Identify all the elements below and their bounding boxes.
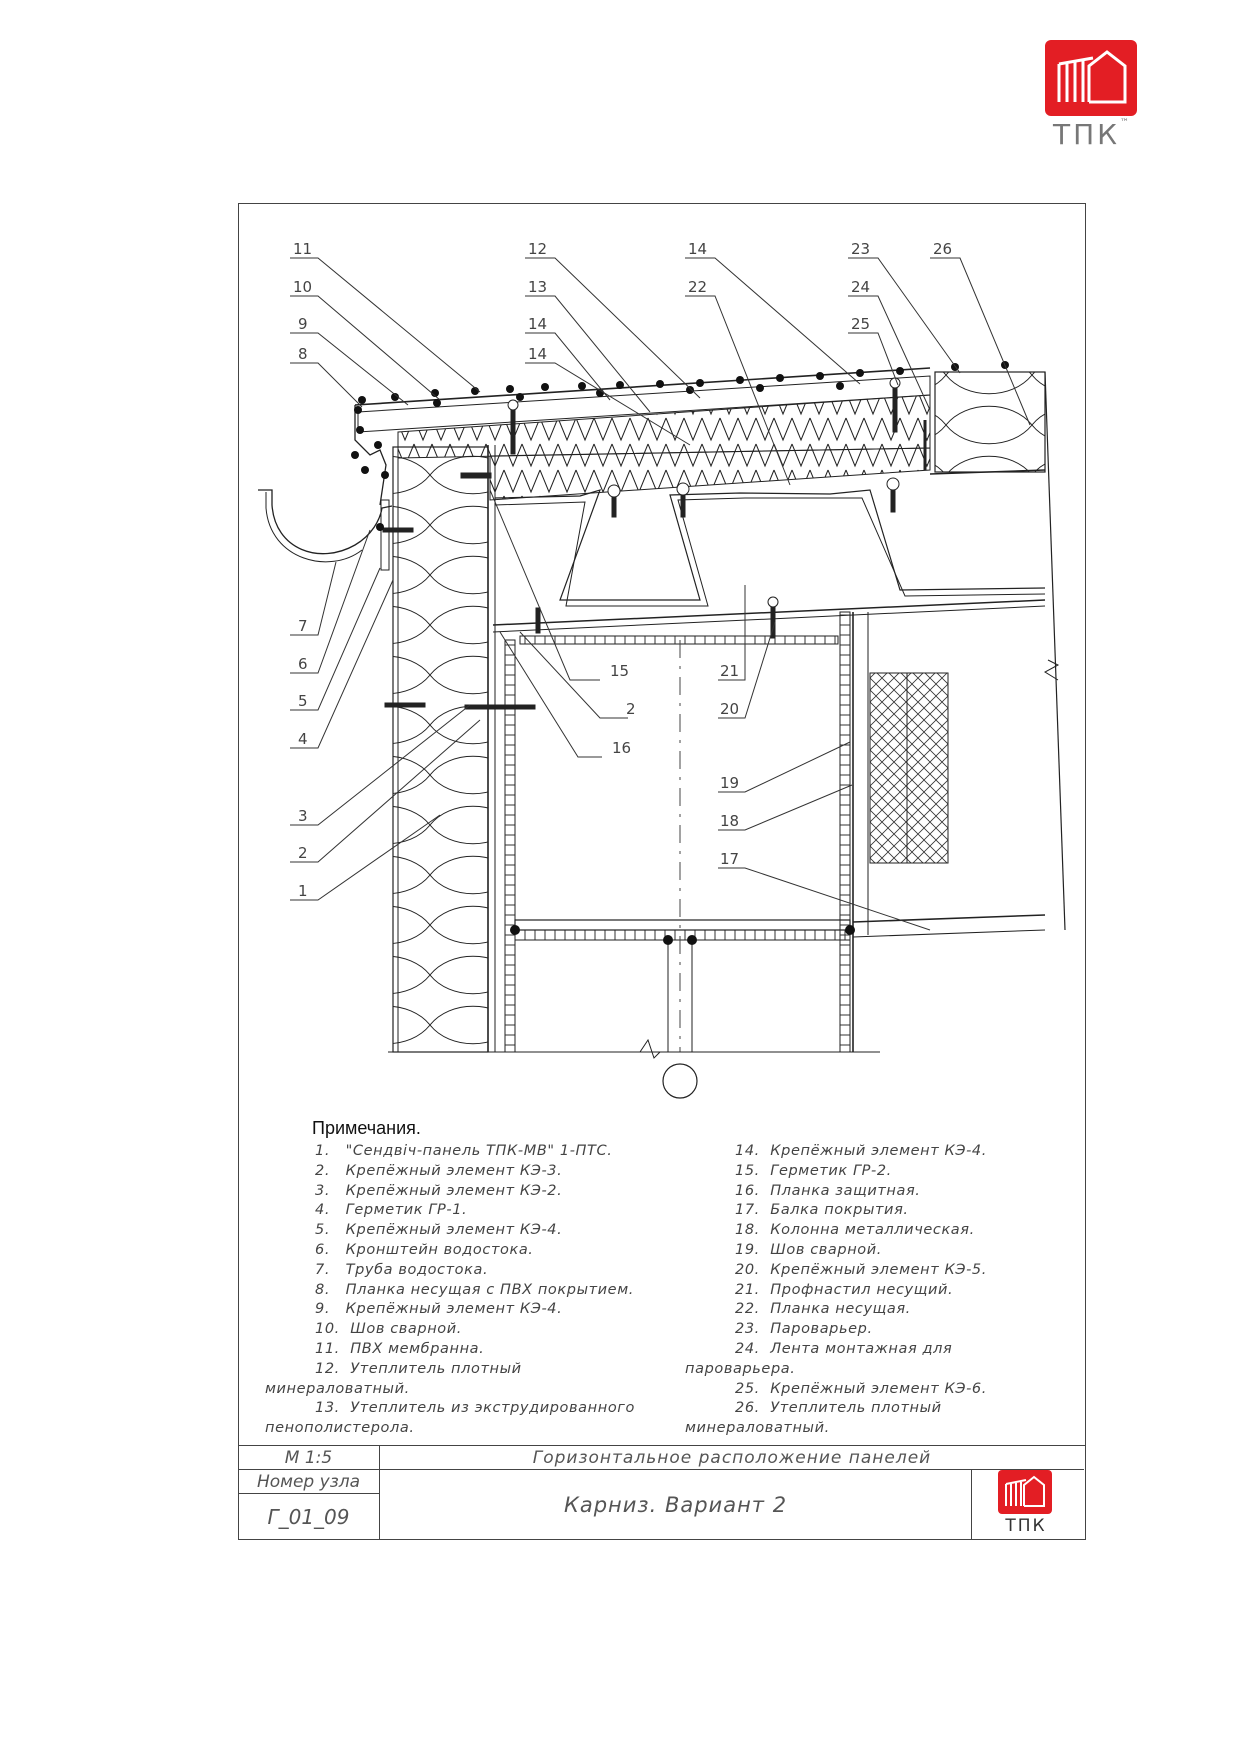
svg-text:10: 10 (293, 278, 312, 296)
node-label-cell: Номер узла (238, 1470, 380, 1494)
svg-text:25: 25 (851, 315, 870, 333)
leader-lines (290, 257, 1031, 931)
note-item: 2. Крепёжный элемент КЭ-3. (315, 1162, 563, 1179)
note-item: 3. Крепёжный элемент КЭ-2. (315, 1182, 563, 1199)
notes-right-column: 14. Крепёжный элемент КЭ-4. 15. Герметик… (685, 1142, 987, 1439)
note-item: 23. Пароварьер. (735, 1321, 873, 1338)
logo-text: ТПК™ (1052, 118, 1133, 151)
note-item-continuation: минераловатный. (685, 1420, 830, 1437)
note-item: 13. Утеплитель из экструдированного (315, 1400, 635, 1417)
note-item: 16. Планка защитная. (735, 1182, 921, 1199)
stamp-logo: ТПК (998, 1470, 1054, 1536)
note-item: 7. Труба водостока. (315, 1261, 489, 1278)
note-item: 21. Профнастил несущий. (735, 1281, 954, 1298)
logo-house-icon (1045, 40, 1137, 116)
svg-text:26: 26 (933, 240, 952, 258)
drawing-title-cell: Карниз. Вариант 2 (380, 1470, 972, 1540)
callout-labels: 11 10 9 8 7 6 5 4 3 2 1 12 13 14 14 14 2… (293, 240, 952, 900)
note-item: 9. Крепёжный элемент КЭ-4. (315, 1301, 563, 1318)
svg-text:9: 9 (298, 315, 308, 333)
note-item: 25. Крепёжный элемент КЭ-6. (735, 1380, 987, 1397)
note-item-continuation: минераловатный. (265, 1380, 410, 1397)
svg-text:1: 1 (298, 882, 308, 900)
notes-left-column: 1. "Сендвіч-панель ТПК-МВ" 1-ПТС. 2. Кре… (265, 1142, 635, 1439)
note-item: 12. Утеплитель плотный (315, 1360, 522, 1377)
drawing-frame (238, 203, 1086, 1540)
stamp-house-icon (998, 1470, 1052, 1514)
svg-text:24: 24 (851, 278, 870, 296)
note-item: 1. "Сендвіч-панель ТПК-МВ" 1-ПТС. (315, 1143, 613, 1159)
title-block: М 1:5 Номер узла Г_01_09 Горизонтальное … (238, 1445, 1086, 1540)
svg-text:2: 2 (298, 844, 308, 862)
svg-text:8: 8 (298, 345, 308, 363)
node-number-cell: Г_01_09 (238, 1494, 380, 1540)
svg-text:17: 17 (720, 850, 739, 868)
note-item: 8. Планка несущая с ПВХ покрытием. (315, 1281, 634, 1298)
svg-text:14: 14 (528, 345, 547, 363)
note-item: 14. Крепёжный элемент КЭ-4. (735, 1143, 987, 1159)
svg-text:14: 14 (688, 240, 707, 258)
note-item-continuation: пароварьера. (685, 1360, 796, 1377)
profiled-deck (494, 489, 1046, 607)
note-item: 20. Крепёжный элемент КЭ-5. (735, 1261, 987, 1278)
svg-text:14: 14 (528, 315, 547, 333)
note-item: 5. Крепёжный элемент КЭ-4. (315, 1222, 563, 1239)
note-item: 15. Герметик ГР-2. (735, 1162, 892, 1179)
svg-text:5: 5 (298, 692, 308, 710)
notes-title: Примечания. (312, 1118, 421, 1138)
note-item: 24. Лента монтажная для (735, 1340, 953, 1357)
note-item: 17. Балка покрытия. (735, 1202, 909, 1219)
svg-text:21: 21 (720, 662, 739, 680)
note-item-continuation: пенополистерола. (265, 1420, 415, 1437)
svg-text:6: 6 (298, 655, 308, 673)
svg-text:18: 18 (720, 812, 739, 830)
note-item: 11. ПВХ мембранна. (315, 1340, 485, 1357)
scale-cell: М 1:5 (238, 1446, 380, 1470)
svg-text:15: 15 (610, 662, 629, 680)
svg-text:16: 16 (612, 739, 631, 757)
note-item: 4. Герметик ГР-1. (315, 1202, 468, 1219)
note-item: 6. Кронштейн водостока. (315, 1241, 534, 1258)
note-item: 26. Утеплитель плотный (735, 1400, 942, 1417)
svg-text:2: 2 (626, 700, 636, 718)
svg-text:20: 20 (720, 700, 739, 718)
svg-text:7: 7 (298, 617, 308, 635)
wall-panel (392, 445, 496, 1053)
roof-layers (354, 367, 1046, 501)
gutter (258, 405, 393, 571)
subtitle-cell: Горизонтальное расположение панелей (380, 1446, 1084, 1470)
note-item: 18. Колонна металлическая. (735, 1222, 975, 1239)
stamp-logo-text: ТПК (1005, 1516, 1047, 1536)
svg-text:13: 13 (528, 278, 547, 296)
note-item: 10. Шов сварной. (315, 1321, 463, 1338)
svg-text:3: 3 (298, 807, 308, 825)
svg-text:11: 11 (293, 240, 312, 258)
svg-text:23: 23 (851, 240, 870, 258)
svg-text:22: 22 (688, 278, 707, 296)
brand-logo: ТПК™ (1045, 40, 1140, 151)
svg-text:19: 19 (720, 774, 739, 792)
fasteners (382, 377, 901, 710)
note-item: 22. Планка несущая. (735, 1301, 911, 1318)
svg-text:12: 12 (528, 240, 547, 258)
note-item: 19. Шов сварной. (735, 1241, 883, 1258)
svg-text:4: 4 (298, 730, 308, 748)
column-and-beam (388, 371, 1066, 1099)
